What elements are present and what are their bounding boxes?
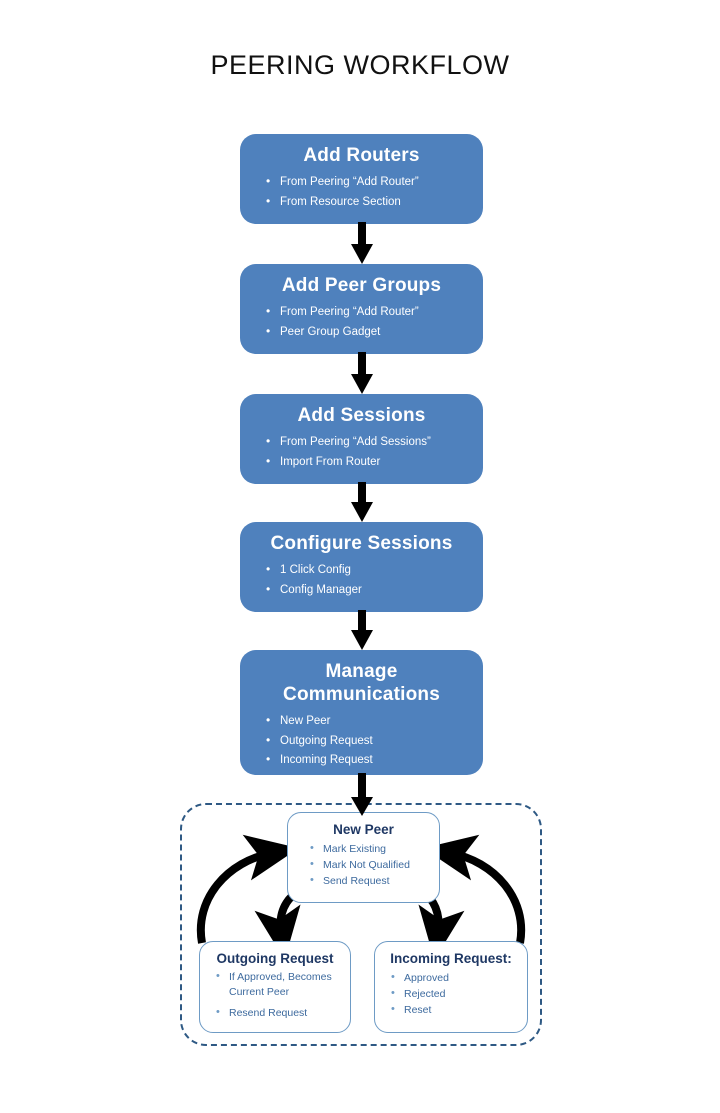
flow-step-bullets: From Peering “Add Router” Peer Group Gad… (240, 302, 483, 343)
list-item: Peer Group Gadget (266, 322, 473, 343)
list-item: Resend Request (216, 1005, 344, 1021)
flow-step-bullets: From Peering “Add Router” From Resource … (240, 172, 483, 213)
flow-step-manage-communications[interactable]: Manage Communications New Peer Outgoing … (240, 650, 483, 775)
list-item: From Peering “Add Router” (266, 302, 473, 323)
connector-arrow-down-2 (350, 352, 374, 396)
flow-step-add-routers[interactable]: Add Routers From Peering “Add Router” Fr… (240, 134, 483, 224)
sub-step-title: New Peer (333, 822, 394, 837)
sub-step-title: Incoming Request: (390, 951, 512, 966)
list-item: Outgoing Request (266, 731, 473, 752)
list-item: From Resource Section (266, 192, 473, 213)
arrow-down-icon (351, 610, 373, 650)
list-item: Rejected (391, 985, 521, 1002)
flow-step-title: Manage Communications (240, 660, 483, 706)
sub-step-bullets: Approved Rejected Reset (375, 969, 527, 1018)
flow-step-bullets: 1 Click Config Config Manager (240, 560, 483, 601)
list-item: From Peering “Add Sessions” (266, 432, 473, 453)
sub-step-bullets: If Approved, Becomes Current Peer Resend… (200, 969, 350, 1021)
flow-step-title: Add Peer Groups (281, 275, 442, 296)
sub-step-new-peer[interactable]: New Peer Mark Existing Mark Not Qualifie… (287, 812, 440, 903)
list-item: Approved (391, 969, 521, 986)
flow-step-bullets: New Peer Outgoing Request Incoming Reque… (240, 711, 483, 771)
flow-step-title: Configure Sessions (270, 533, 453, 554)
flow-step-title-line1: Manage (325, 661, 398, 682)
list-item: Reset (391, 1001, 521, 1018)
arrow-down-icon (351, 482, 373, 522)
connector-arrow-down-3 (350, 482, 374, 524)
arrow-down-icon (351, 773, 373, 816)
list-item: Config Manager (266, 580, 473, 601)
arrow-down-icon (351, 222, 373, 264)
flow-step-add-peer-groups[interactable]: Add Peer Groups From Peering “Add Router… (240, 264, 483, 354)
list-item: From Peering “Add Router” (266, 172, 473, 193)
list-item: Import From Router (266, 452, 473, 473)
connector-arrow-down-1 (350, 222, 374, 266)
sub-step-title: Outgoing Request (216, 951, 334, 966)
flow-step-title: Add Routers (303, 145, 420, 166)
list-item: If Approved, Becomes Current Peer (216, 969, 344, 1000)
list-item: New Peer (266, 711, 473, 732)
flow-step-configure-sessions[interactable]: Configure Sessions 1 Click Config Config… (240, 522, 483, 612)
sub-step-outgoing-request[interactable]: Outgoing Request If Approved, Becomes Cu… (199, 941, 351, 1033)
sub-step-bullets: Mark Existing Mark Not Qualified Send Re… (288, 840, 439, 889)
list-item: 1 Click Config (266, 560, 473, 581)
list-item: Incoming Request (266, 750, 473, 771)
sub-step-incoming-request[interactable]: Incoming Request: Approved Rejected Rese… (374, 941, 528, 1033)
list-item: Mark Existing (310, 840, 433, 857)
flow-step-title-line2: Communications (283, 684, 440, 705)
connector-arrow-down-4 (350, 610, 374, 652)
flow-step-bullets: From Peering “Add Sessions” Import From … (240, 432, 483, 473)
flow-step-add-sessions[interactable]: Add Sessions From Peering “Add Sessions”… (240, 394, 483, 484)
connector-arrow-down-5 (350, 773, 374, 817)
page-title: PEERING WORKFLOW (210, 50, 510, 80)
flow-step-title: Add Sessions (297, 405, 426, 426)
list-item: Send Request (310, 872, 433, 889)
arrow-down-icon (351, 352, 373, 394)
list-item: Mark Not Qualified (310, 856, 433, 873)
